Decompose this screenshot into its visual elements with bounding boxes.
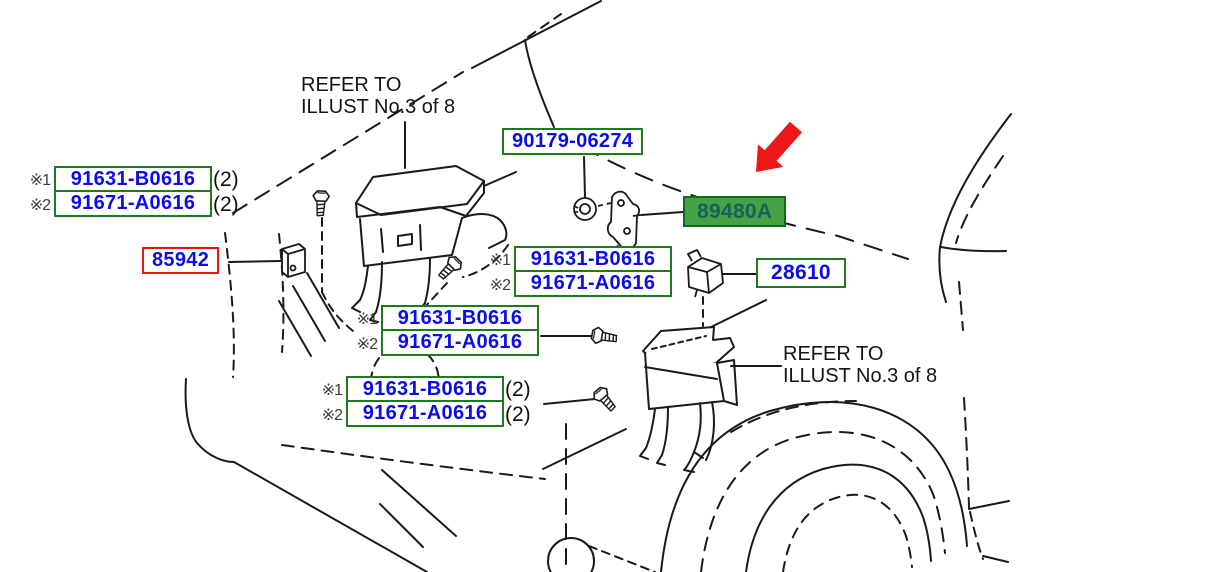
fuse-box-1-drawing — [351, 165, 517, 323]
bolt-icon-2 — [434, 253, 465, 284]
part-row: ※2 91671-A0616 — [341, 329, 539, 356]
refer-note-line2: ILLUST No.3 of 8 — [301, 96, 456, 118]
car-outline — [184, 0, 1012, 572]
ref-mark-2: ※2 — [29, 196, 51, 214]
part-link-28610[interactable]: 28610 — [756, 258, 846, 288]
refer-note-line2: ILLUST No.3 of 8 — [783, 365, 938, 387]
part-link-91671-a0616[interactable]: 91671-A0616 — [381, 329, 539, 356]
part-row: ※1 91631-B0616 — [341, 305, 539, 332]
qty-label: (2) — [505, 402, 531, 426]
qty-label: (2) — [213, 192, 239, 216]
part-link-91631-b0616[interactable]: 91631-B0616 — [346, 376, 504, 403]
ref-mark-1: ※1 — [489, 251, 511, 269]
refer-note-line1: REFER TO — [301, 74, 402, 96]
bracket-part-drawing — [606, 190, 641, 254]
ref-mark-1: ※1 — [29, 171, 51, 189]
part-link-91671-a0616[interactable]: 91671-A0616 — [54, 190, 212, 217]
part-link-91631-b0616[interactable]: 91631-B0616 — [514, 246, 672, 273]
connector-part-drawing — [687, 249, 724, 298]
part-link-91671-a0616[interactable]: 91671-A0616 — [346, 400, 504, 427]
part-row: ※1 91631-B0616 (2) — [14, 166, 239, 193]
bolt-icon-3 — [589, 325, 619, 348]
refer-note-line1: REFER TO — [783, 343, 884, 365]
part-link-91671-a0616[interactable]: 91671-A0616 — [514, 270, 672, 297]
part-row: ※2 91671-A0616 (2) — [306, 400, 531, 427]
part-link-89480a-highlighted[interactable]: 89480A — [683, 196, 787, 227]
bolt-icon-1 — [311, 189, 331, 218]
grommet-drawing — [573, 197, 612, 221]
refer-note-1: REFER TO ILLUST No.3 of 8 — [301, 74, 455, 118]
part-group-d: ※1 91631-B0616 (2) ※2 91671-A0616 (2) — [306, 376, 531, 427]
fuse-box-2-drawing — [639, 326, 738, 473]
part-link-91631-b0616[interactable]: 91631-B0616 — [381, 305, 539, 332]
ref-mark-2: ※2 — [321, 406, 343, 424]
refer-note-2: REFER TO ILLUST No.3 of 8 — [783, 343, 937, 387]
qty-label: (2) — [505, 377, 531, 401]
qty-label: (2) — [213, 167, 239, 191]
part-row: ※2 91671-A0616 (2) — [14, 190, 239, 217]
part-row: ※2 91671-A0616 — [474, 270, 672, 297]
relay-part-drawing — [281, 243, 306, 278]
ref-mark-1: ※1 — [356, 310, 378, 328]
part-link-85942[interactable]: 85942 — [142, 247, 220, 274]
red-arrow-icon — [756, 121, 802, 172]
ref-mark-2: ※2 — [356, 335, 378, 353]
bolt-icon-4 — [590, 384, 621, 416]
part-group-b: ※1 91631-B0616 ※2 91671-A0616 — [474, 246, 672, 297]
leader-lines — [228, 121, 782, 405]
part-link-91631-b0616[interactable]: 91631-B0616 — [54, 166, 212, 193]
part-link-90179-06274[interactable]: 90179-06274 — [502, 128, 644, 155]
part-group-c: ※1 91631-B0616 ※2 91671-A0616 — [341, 305, 539, 356]
ref-mark-1: ※1 — [321, 381, 343, 399]
part-group-a: ※1 91631-B0616 (2) ※2 91671-A0616 (2) — [14, 166, 239, 217]
part-row: ※1 91631-B0616 — [474, 246, 672, 273]
ref-mark-2: ※2 — [489, 276, 511, 294]
part-row: ※1 91631-B0616 (2) — [306, 376, 531, 403]
